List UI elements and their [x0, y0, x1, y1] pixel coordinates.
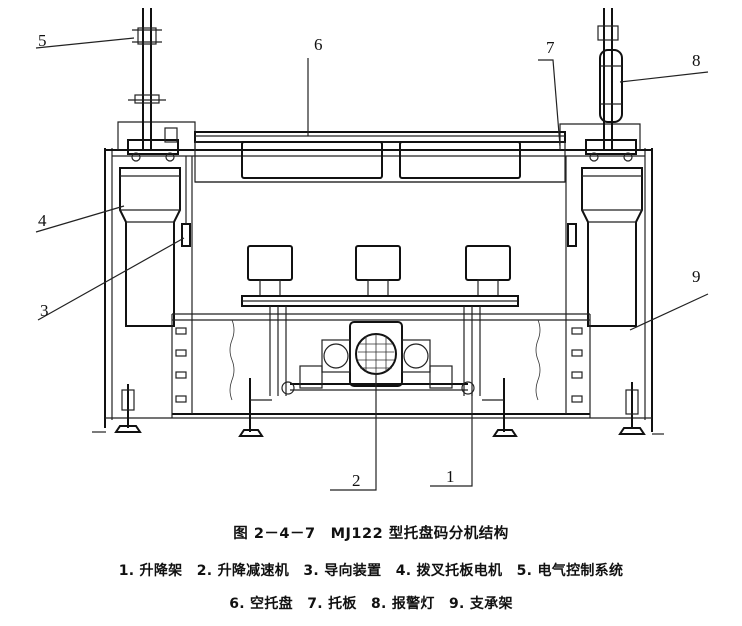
callout-4: 4	[38, 211, 47, 230]
legend-line-2: 6. 空托盘 7. 托板 8. 报警灯 9. 支承架	[229, 596, 513, 612]
callout-5: 5	[38, 31, 47, 50]
empty-pallet	[194, 131, 566, 183]
callout-9: 9	[692, 267, 701, 286]
right-column	[565, 8, 643, 414]
support-frame	[104, 121, 653, 432]
lifting-reducer	[281, 321, 475, 395]
legend-line-1: 1. 升降架 2. 升降减速机 3. 导向装置 4. 拨叉托板电机 5. 电气控…	[118, 563, 624, 579]
left-column	[119, 8, 193, 414]
callout-1: 1	[446, 467, 455, 486]
leveling-feet	[92, 378, 664, 437]
callout-7: 7	[546, 38, 555, 57]
machine-structure-drawing: 5 6 7 8 4 3 9 2 1	[35, 8, 709, 491]
leader-lines	[35, 37, 709, 491]
fork-motors	[241, 245, 519, 396]
callout-6: 6	[314, 35, 323, 54]
lifting-frame	[171, 313, 591, 418]
callout-8: 8	[692, 51, 701, 70]
callout-2: 2	[352, 471, 361, 490]
callout-3: 3	[40, 301, 49, 320]
figure-title: 图 2－4－7 MJ122 型托盘码分机结构	[233, 526, 509, 542]
